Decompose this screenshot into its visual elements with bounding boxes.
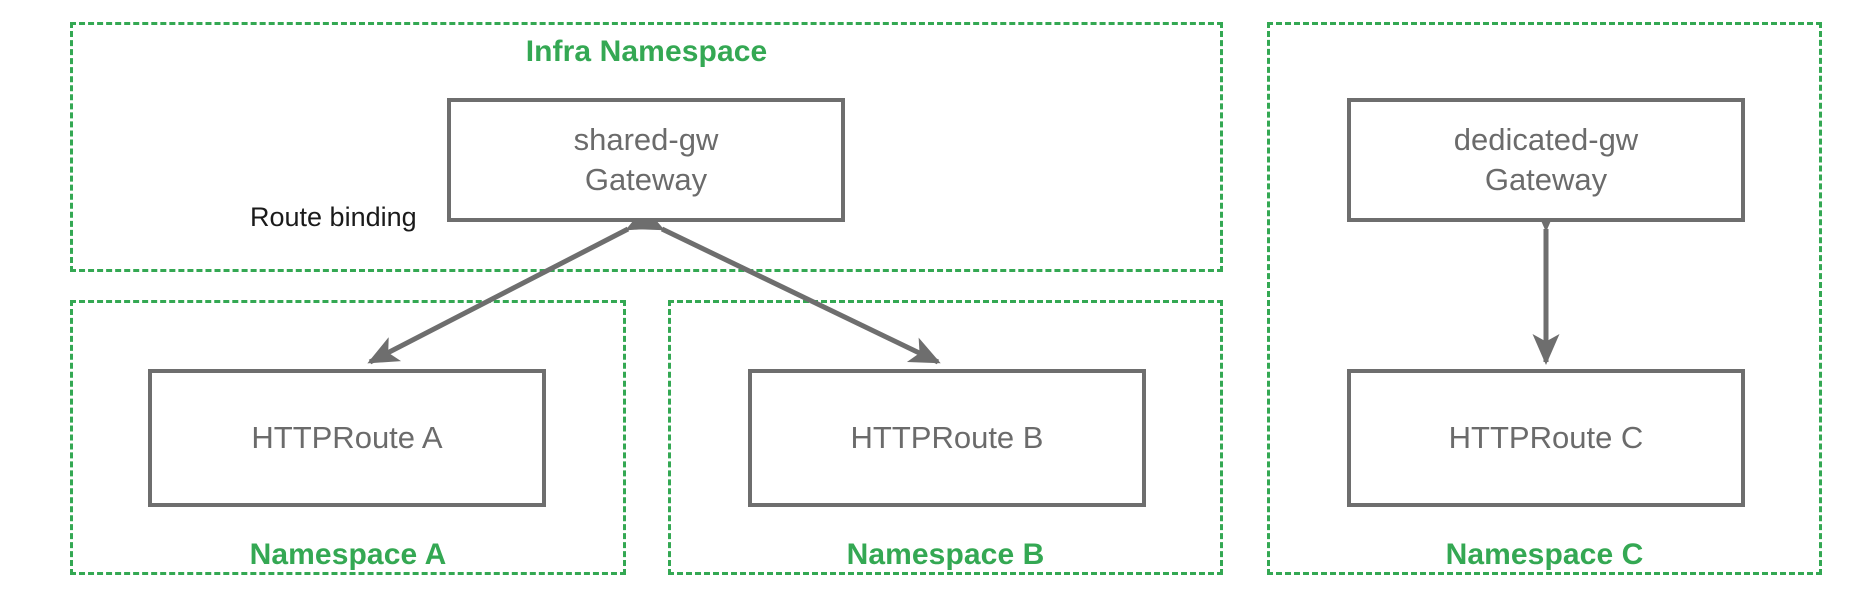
namespace-label-b: Namespace B bbox=[846, 538, 1045, 571]
resource-box-shared-gw[interactable]: shared-gw Gateway bbox=[447, 98, 845, 222]
resource-label-dedicated-gw: dedicated-gw Gateway bbox=[1453, 122, 1639, 197]
namespace-label-c: Namespace C bbox=[1445, 538, 1644, 571]
resource-label-httproute-a: HTTPRoute A bbox=[251, 420, 443, 456]
namespace-label-a: Namespace A bbox=[249, 538, 447, 571]
resource-box-httproute-b[interactable]: HTTPRoute B bbox=[748, 369, 1146, 507]
namespace-label-infra: Infra Namespace bbox=[525, 35, 768, 68]
resource-label-shared-gw: shared-gw Gateway bbox=[573, 122, 719, 197]
resource-label-httproute-b: HTTPRoute B bbox=[850, 420, 1044, 456]
namespace-box-a bbox=[70, 300, 626, 575]
namespace-box-b bbox=[668, 300, 1223, 575]
edge-label-route-binding: Route binding bbox=[245, 203, 422, 232]
resource-box-dedicated-gw[interactable]: dedicated-gw Gateway bbox=[1347, 98, 1745, 222]
namespace-box-c bbox=[1267, 22, 1822, 575]
resource-box-httproute-c[interactable]: HTTPRoute C bbox=[1347, 369, 1745, 507]
resource-label-httproute-c: HTTPRoute C bbox=[1448, 420, 1644, 456]
resource-box-httproute-a[interactable]: HTTPRoute A bbox=[148, 369, 546, 507]
